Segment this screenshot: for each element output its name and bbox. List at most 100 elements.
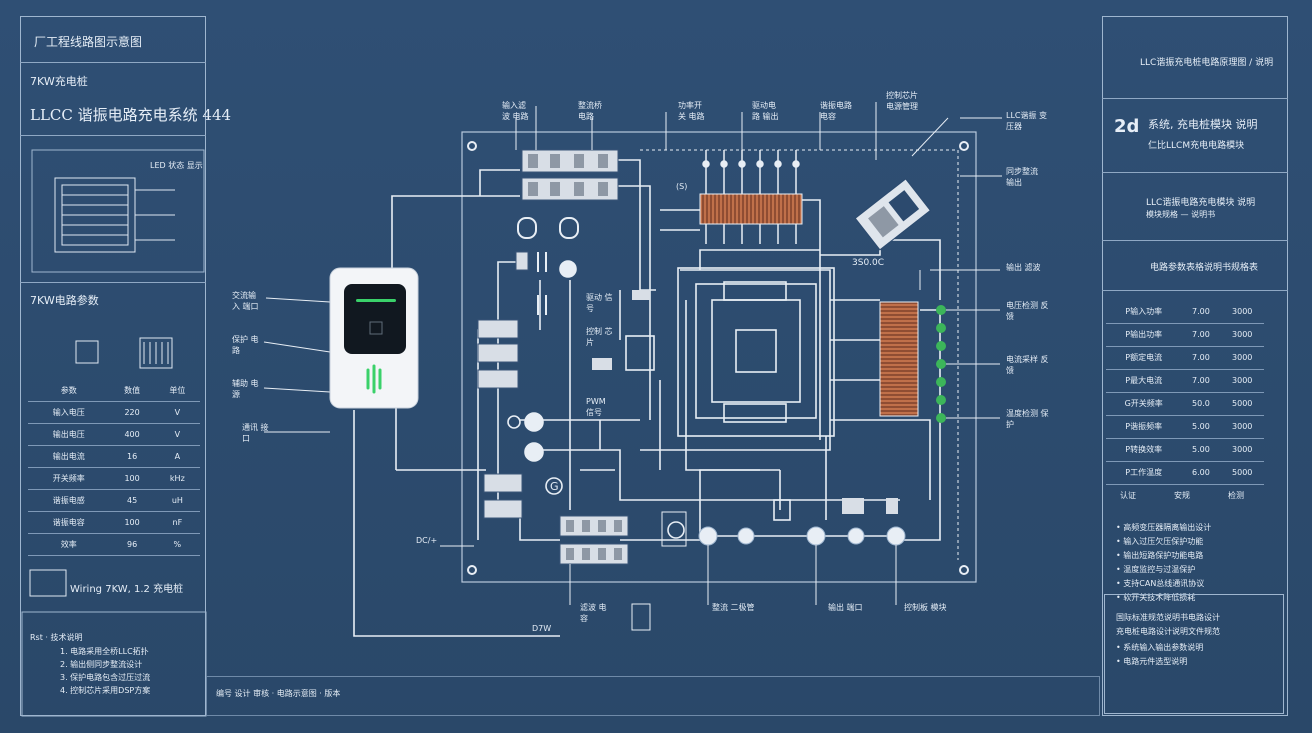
notes-title: Rst · 技术说明 bbox=[30, 633, 83, 642]
gate-driver bbox=[625, 335, 655, 371]
cell: P输出功率 bbox=[1106, 323, 1182, 347]
cell: kHz bbox=[154, 467, 200, 490]
inductor-pair bbox=[517, 217, 579, 239]
cell: 16 bbox=[109, 445, 155, 468]
cell: V bbox=[154, 423, 200, 446]
label-mid-pwm: PWM 信号 bbox=[586, 397, 606, 417]
badge: 安规 bbox=[1174, 491, 1190, 500]
label-bottom-output: 输出 端口 bbox=[828, 603, 863, 612]
footer-frame bbox=[206, 676, 1100, 716]
label-top-driver: 驱动电路 输出 bbox=[752, 101, 779, 121]
footer-line: • 电路元件选型说明 bbox=[1116, 657, 1188, 666]
cell: P输入功率 bbox=[1106, 300, 1182, 324]
label-top-switch: 功率开关 电路 bbox=[678, 101, 705, 121]
small-box bbox=[773, 499, 791, 521]
cell: 100 bbox=[109, 511, 155, 534]
capacitor-circles bbox=[507, 260, 685, 539]
model-number: 2d bbox=[1114, 116, 1140, 137]
note-line: 1. 电路采用全桥LLC拓扑 bbox=[60, 647, 149, 656]
cell: 3000 bbox=[1220, 323, 1264, 347]
dc-label: DC/+ bbox=[416, 536, 438, 545]
cell: 7.00 bbox=[1181, 369, 1221, 393]
llc-transformer bbox=[854, 178, 932, 251]
cell: 7.00 bbox=[1181, 323, 1221, 347]
model-text-1: 系统, 充电桩模块 说明 bbox=[1148, 118, 1258, 131]
table-header-row: 参数 数值 单位 bbox=[28, 380, 200, 402]
label-right-temp: 温度检测 保护 bbox=[1006, 409, 1049, 429]
cell: 100 bbox=[109, 467, 155, 490]
cell: 50.0 bbox=[1181, 392, 1221, 416]
small-chip bbox=[592, 358, 612, 370]
cell: 6.00 bbox=[1181, 461, 1221, 485]
cell: 5.00 bbox=[1181, 415, 1221, 439]
control-ic bbox=[677, 267, 835, 437]
cell: 3000 bbox=[1220, 346, 1264, 370]
jumper-box bbox=[661, 511, 687, 547]
cell: 220 bbox=[109, 401, 155, 424]
ev-charger-device bbox=[329, 267, 419, 409]
board-frame bbox=[461, 131, 977, 583]
bridge-rectifier-bottom bbox=[559, 515, 629, 565]
cell: 效率 bbox=[28, 533, 110, 556]
label-left-comm: 通讯 接口 bbox=[242, 423, 269, 443]
sketch-label: LED 状态 显示 bbox=[150, 161, 203, 170]
output-terminals bbox=[698, 526, 906, 546]
footer-text: 编号 设计 审核 · 电路示意图 · 版本 bbox=[216, 689, 341, 698]
power-title: 7KW充电桩 bbox=[30, 75, 88, 88]
footer-line: • 系统输入输出参数说明 bbox=[1116, 643, 1204, 652]
cell: 输出电流 bbox=[28, 445, 110, 468]
cell: 5000 bbox=[1220, 392, 1264, 416]
g-tag: G bbox=[550, 480, 559, 493]
bullet: • 软开关技术降低损耗 bbox=[1116, 593, 1196, 602]
banner-text: 电路参数表格说明书规格表 bbox=[1150, 263, 1259, 273]
label-left-protection: 保护 电路 bbox=[232, 335, 259, 355]
cell: 谐振电容 bbox=[28, 511, 110, 534]
right-panel-header: LLC谐振充电桩电路原理图 / 说明 bbox=[1140, 58, 1274, 68]
cell: 3000 bbox=[1220, 438, 1264, 462]
label-bottom-diode: 整流 二极管 bbox=[712, 603, 755, 612]
bottom-leads bbox=[569, 545, 897, 605]
bridge-rectifier-top bbox=[521, 149, 619, 201]
leader-line bbox=[911, 117, 949, 157]
mount-hole bbox=[959, 141, 969, 151]
divider bbox=[1102, 240, 1288, 241]
kw-label: D7W bbox=[532, 624, 552, 633]
badge: 认证 bbox=[1120, 491, 1136, 500]
mount-hole bbox=[467, 565, 477, 575]
caption: Wiring 7KW, 1.2 充电桩 bbox=[70, 584, 184, 595]
divider bbox=[1102, 98, 1288, 99]
logo-text-1: LLC谐振电路充电模块 说明 bbox=[1146, 198, 1256, 208]
cell: P最大电流 bbox=[1106, 369, 1182, 393]
relay-stack bbox=[477, 319, 523, 519]
label-bottom-cap: 滤波 电容 bbox=[580, 603, 607, 623]
fuse bbox=[515, 251, 529, 271]
right-panel-frame bbox=[1102, 16, 1288, 716]
cell: 7.00 bbox=[1181, 300, 1221, 324]
cell: 7.00 bbox=[1181, 346, 1221, 370]
cell: % bbox=[154, 533, 200, 556]
output-resistor-block bbox=[879, 301, 919, 417]
divider bbox=[1102, 290, 1288, 291]
bullet: • 温度监控与过温保护 bbox=[1116, 565, 1196, 574]
cell: P工作温度 bbox=[1106, 461, 1182, 485]
cell: 3000 bbox=[1220, 300, 1264, 324]
label-leaders bbox=[263, 102, 1002, 547]
label-right-voltage: 电压检测 反馈 bbox=[1006, 301, 1049, 321]
logo-text-2: 模块规格 — 说明书 bbox=[1146, 210, 1216, 219]
cell: 96 bbox=[109, 533, 155, 556]
badge: 检测 bbox=[1228, 491, 1244, 500]
left-panel-header: 厂工程线路图示意图 bbox=[34, 35, 143, 49]
divider bbox=[20, 62, 206, 63]
cell: 45 bbox=[109, 489, 155, 512]
small-tag: (S) bbox=[676, 182, 688, 191]
